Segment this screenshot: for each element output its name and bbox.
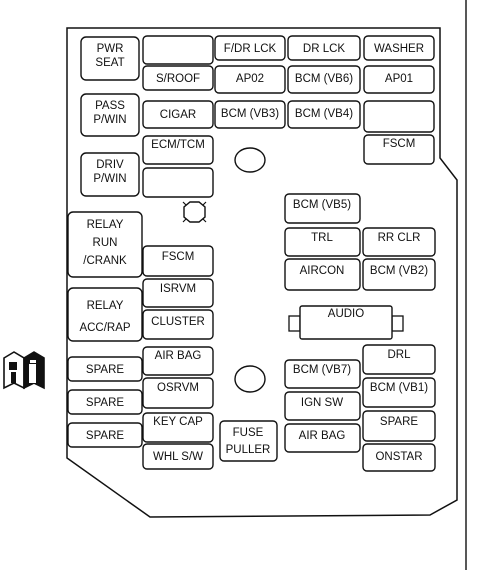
fuse-label: DR LCK — [303, 43, 346, 55]
fuse-washer: WASHER — [363, 35, 435, 61]
fuse-label: FSCM — [383, 138, 416, 150]
mounting-hole-upper — [234, 147, 266, 173]
fuse-label: P/WIN — [93, 114, 126, 126]
fuse-label: AIR BAG — [155, 350, 202, 362]
fuse-label: AIRCON — [300, 265, 345, 277]
fuse-puller-label: FUSE — [233, 427, 264, 439]
fuse-ign-sw: IGN SW — [284, 391, 361, 421]
fuse-label: AP02 — [236, 73, 264, 85]
fuse-label: PASS — [95, 100, 125, 112]
relay-label: RELAY — [87, 300, 124, 312]
fuse-bcm-vb5: BCM (VB5) — [284, 193, 361, 224]
fuse-f-dr-lck: F/DR LCK — [214, 35, 286, 61]
fuse-label: RR CLR — [378, 232, 421, 244]
clip-tab-octagon — [182, 201, 207, 223]
fuse-drl: DRL — [362, 344, 436, 375]
fuse-onstar: ONSTAR — [362, 443, 436, 472]
fuse-label: BCM (VB1) — [370, 382, 428, 394]
fuse-label: OSRVM — [157, 382, 199, 394]
fuse-label: DRL — [387, 349, 411, 361]
fuse-label: KEY CAP — [153, 416, 203, 428]
fuse-label: BCM (VB7) — [293, 364, 351, 376]
fuse-label: PWR — [97, 43, 124, 55]
fuse-label: SPARE — [86, 430, 124, 442]
relay-label: RELAY — [87, 219, 124, 231]
fuse-bcm-vb7: BCM (VB7) — [284, 359, 361, 389]
fuse-label: WHL S/W — [153, 451, 203, 463]
fuse-cluster: CLUSTER — [142, 309, 214, 340]
fuse-bcm-vb2: BCM (VB2) — [362, 258, 436, 291]
fuse-rr-clr: RR CLR — [362, 227, 436, 257]
fuse-spare-left-2: SPARE — [67, 389, 143, 415]
fuse-label: SPARE — [86, 364, 124, 376]
fuse-s-roof: S/ROOF — [142, 65, 214, 91]
fuse-air-bag-left: AIR BAG — [142, 346, 214, 376]
fuse-label: SPARE — [380, 416, 418, 428]
fuse-ap01: AP01 — [363, 65, 435, 94]
fuse-aircon: AIRCON — [284, 258, 361, 291]
relay-run-crank: RELAY RUN /CRANK — [67, 211, 143, 278]
fuse-pass-pwin: PASS P/WIN — [80, 93, 140, 137]
fuse-blank-col5 — [363, 100, 435, 133]
fuse-puller-label: PULLER — [226, 444, 271, 456]
fuse-bcm-vb6: BCM (VB6) — [287, 65, 361, 94]
fuse-blank-col2-mid — [142, 167, 214, 198]
fuse-label: DRIV — [96, 159, 124, 171]
fuse-block-outline — [66, 27, 458, 518]
fuse-dr-lck: DR LCK — [287, 35, 361, 61]
fuse-driv-pwin: DRIV P/WIN — [80, 152, 140, 197]
fuse-key-cap: KEY CAP — [142, 412, 214, 443]
fuse-label: S/ROOF — [156, 73, 200, 85]
fuse-label: CLUSTER — [151, 316, 205, 328]
fuse-label: BCM (VB2) — [370, 265, 428, 277]
fuse-bcm-vb4: BCM (VB4) — [287, 100, 361, 129]
fuse-label: WASHER — [374, 43, 424, 55]
fuse-ecm-tcm: ECM/TCM — [142, 135, 214, 165]
mounting-hole-lower — [234, 365, 266, 393]
fuse-spare-left-1: SPARE — [67, 356, 143, 382]
fuse-pwr-seat: PWR SEAT — [80, 36, 140, 81]
fuse-fscm-left: FSCM — [142, 245, 214, 277]
fuse-label: F/DR LCK — [224, 43, 277, 55]
fuse-isrvm: ISRVM — [142, 278, 214, 308]
fuse-label: ISRVM — [160, 283, 196, 295]
fuse-whl-sw: WHL S/W — [142, 443, 214, 470]
fuse-air-bag-center: AIR BAG — [284, 423, 361, 453]
fuse-blank-col2-top — [142, 35, 214, 65]
fuse-label: IGN SW — [301, 397, 343, 409]
fuse-bcm-vb1: BCM (VB1) — [362, 377, 436, 408]
fuse-puller: FUSE PULLER — [219, 420, 278, 462]
relay-label: ACC/RAP — [79, 322, 130, 334]
fuse-label: FSCM — [162, 251, 195, 263]
fuse-label: BCM (VB6) — [295, 73, 353, 85]
relay-label: AUDIO — [328, 308, 364, 320]
fuse-bcm-vb3: BCM (VB3) — [214, 100, 286, 129]
fuse-label: BCM (VB5) — [293, 199, 351, 211]
fuse-osrvm: OSRVM — [142, 377, 214, 409]
fuse-label: P/WIN — [93, 173, 126, 185]
fuse-label: SPARE — [86, 397, 124, 409]
fuse-label: AP01 — [385, 73, 413, 85]
relay-acc-rap: RELAY ACC/RAP — [67, 287, 143, 342]
fuse-label: CIGAR — [160, 109, 196, 121]
fuse-label: ONSTAR — [375, 451, 422, 463]
fuse-spare-right: SPARE — [362, 410, 436, 442]
fuse-fscm-right: FSCM — [363, 134, 435, 165]
manual-info-icon — [3, 351, 45, 390]
fuse-label: BCM (VB4) — [295, 108, 353, 120]
fuse-label: TRL — [311, 232, 333, 244]
fuse-label: AIR BAG — [299, 430, 346, 442]
fuse-ap02: AP02 — [214, 65, 286, 94]
relay-label: /CRANK — [83, 255, 127, 267]
fuse-cigar: CIGAR — [142, 100, 214, 129]
relay-audio: AUDIO — [288, 305, 404, 340]
relay-label: RUN — [93, 237, 118, 249]
fuse-trl: TRL — [284, 227, 361, 257]
fuse-label: SEAT — [95, 57, 124, 69]
fuse-spare-left-3: SPARE — [67, 422, 143, 448]
fuse-label: ECM/TCM — [151, 139, 205, 151]
fuse-label: BCM (VB3) — [221, 108, 279, 120]
